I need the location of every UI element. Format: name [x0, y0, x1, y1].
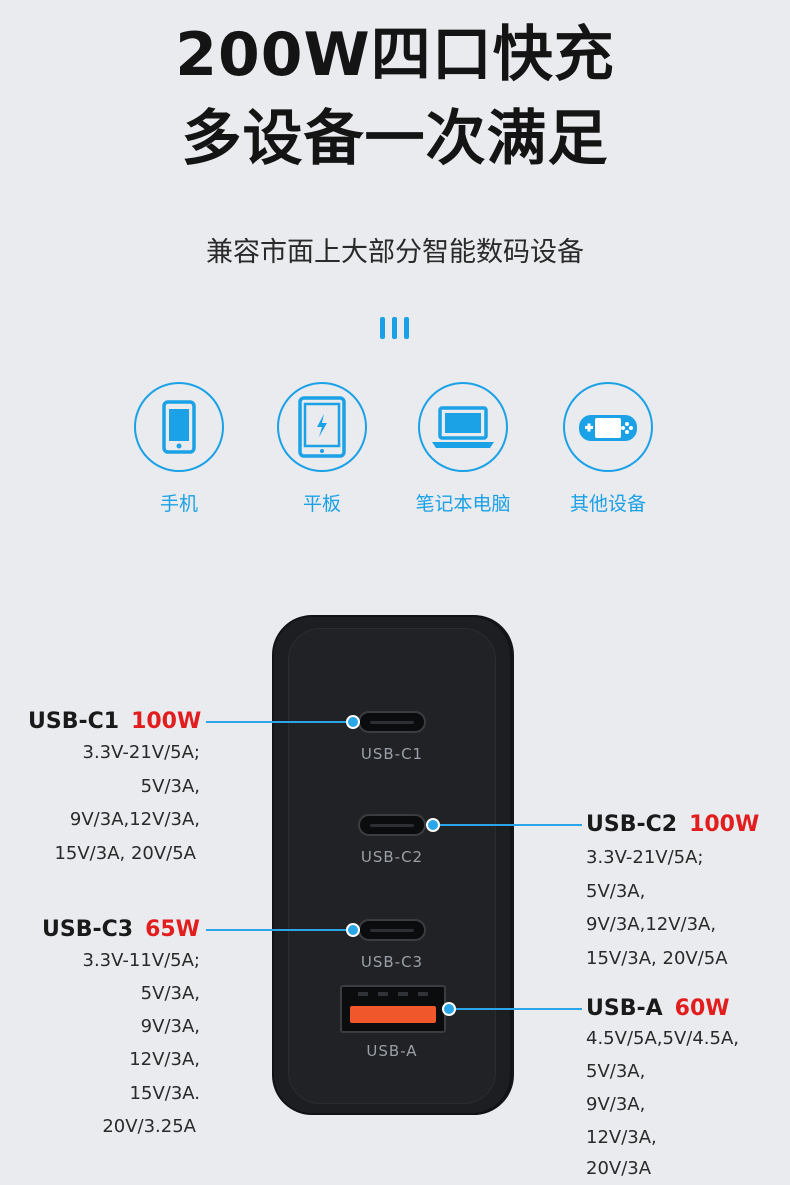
- port-label-c1: USB-C1: [360, 745, 424, 763]
- usb-c3-port: [358, 919, 426, 941]
- port-watt-c3: 65W: [145, 917, 200, 942]
- spec-line-c1: 15V/3A, 20V/5A: [54, 843, 196, 864]
- spec-line-c3: 9V/3A,: [140, 1016, 200, 1037]
- spec-line-c3: 12V/3A,: [129, 1049, 200, 1070]
- device-label-phone: 手机: [159, 493, 198, 515]
- port-watt-c2: 100W: [689, 812, 760, 837]
- headline-line-2: 多设备一次满足: [181, 104, 609, 174]
- laptop-icon: [418, 382, 508, 472]
- phone-icon: [134, 382, 224, 472]
- device-other: 其他设备: [528, 382, 688, 516]
- leader-line-c2: [432, 824, 582, 826]
- spec-line-c2: 15V/3A, 20V/5A: [586, 948, 728, 969]
- spec-line-a: 20V/3A: [586, 1158, 652, 1179]
- leader-dot-c2: [426, 818, 440, 832]
- spec-line-a: 12V/3A,: [586, 1127, 657, 1148]
- spec-line-c1: 5V/3A,: [140, 776, 200, 797]
- leader-line-a: [448, 1008, 582, 1010]
- game-console-icon: [563, 382, 653, 472]
- device-laptop: 笔记本电脑: [383, 382, 543, 516]
- port-label-c2: USB-C2: [360, 848, 424, 866]
- headline-line-1: 200W四口快充: [175, 20, 615, 90]
- spec-line-c2: 5V/3A,: [586, 881, 646, 902]
- spec-line-c3: 20V/3.25A: [102, 1116, 196, 1137]
- spec-line-c1: 9V/3A,12V/3A,: [69, 809, 200, 830]
- leader-dot-a: [442, 1002, 456, 1016]
- tablet-icon: [277, 382, 367, 472]
- leader-line-c1: [206, 721, 352, 723]
- spec-line-c2: 3.3V-21V/5A;: [586, 847, 704, 868]
- device-phone: 手机: [99, 382, 259, 516]
- spec-title-c3: USB-C3 65W: [42, 917, 200, 942]
- spec-line-c3: 5V/3A,: [140, 983, 200, 1004]
- device-label-laptop: 笔记本电脑: [415, 493, 511, 515]
- port-name-c3: USB-C3: [42, 917, 134, 942]
- spec-title-c1: USB-C1 100W: [28, 709, 201, 734]
- spec-line-a: 9V/3A,: [586, 1094, 646, 1115]
- port-label-a: USB-A: [366, 1042, 418, 1060]
- spec-line-c3: 3.3V-11V/5A;: [82, 950, 201, 971]
- spec-line-c2: 9V/3A,12V/3A,: [586, 914, 717, 935]
- spec-title-a: USB-A 60W: [586, 996, 730, 1021]
- port-name-a: USB-A: [586, 996, 663, 1021]
- leader-line-c3: [206, 929, 352, 931]
- spec-line-a: 4.5V/5A,5V/4.5A,: [586, 1028, 739, 1049]
- device-label-tablet: 平板: [302, 493, 341, 515]
- spec-line-c3: 15V/3A.: [129, 1083, 200, 1104]
- spec-title-c2: USB-C2 100W: [586, 812, 759, 837]
- port-watt-a: 60W: [674, 996, 730, 1021]
- subtitle: 兼容市面上大部分智能数码设备: [206, 237, 584, 268]
- port-name-c1: USB-C1: [28, 709, 120, 734]
- port-watt-c1: 100W: [131, 709, 202, 734]
- usb-a-port: [340, 985, 446, 1033]
- usb-c1-port: [358, 711, 426, 733]
- spec-line-c1: 3.3V-21V/5A;: [82, 742, 201, 763]
- device-tablet: 平板: [242, 382, 402, 516]
- leader-dot-c3: [346, 923, 360, 937]
- port-label-c3: USB-C3: [360, 953, 424, 971]
- leader-dot-c1: [346, 715, 360, 729]
- divider-mark-icon: [378, 317, 412, 341]
- device-label-other: 其他设备: [569, 493, 646, 515]
- spec-line-a: 5V/3A,: [586, 1061, 646, 1082]
- port-name-c2: USB-C2: [586, 812, 678, 837]
- usb-c2-port: [358, 814, 426, 836]
